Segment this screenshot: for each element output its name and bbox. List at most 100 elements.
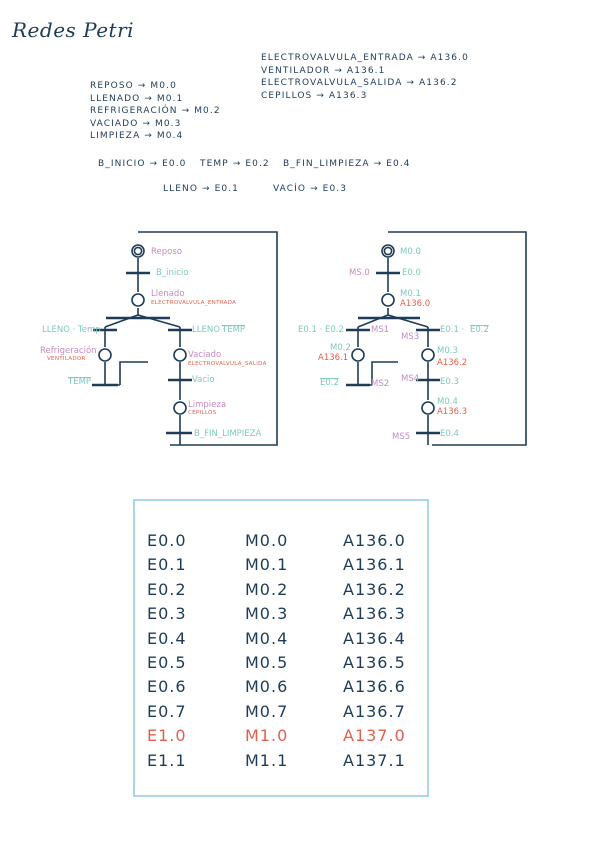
outputs-legend: ELECTROVALVULA_ENTRADA → A136.0 VENTILAD…: [261, 52, 469, 102]
table-cell: E0.7: [147, 701, 187, 721]
table-cell: M0.6: [245, 677, 289, 697]
page-title: Redes Petri: [12, 18, 135, 42]
place-label: M0.3: [437, 346, 458, 356]
place-m02: [351, 348, 365, 362]
table-cell: A136.1: [343, 555, 406, 575]
action-label: ELECTROVALVULA_SALIDA: [188, 361, 267, 367]
legend-item: TEMP → E0.2: [200, 159, 270, 169]
transition-label: LLENO · Temp: [42, 325, 101, 335]
table-column-inputs: E0.0 E0.1 E0.2 E0.3 E0.4 E0.5 E0.6 E0.7 …: [147, 529, 187, 773]
place-vaciado: [173, 348, 187, 362]
table-cell: M0.5: [245, 652, 289, 672]
place-llenado: [131, 293, 145, 307]
place-label: Reposo: [151, 247, 182, 257]
place-label: M0.1: [400, 289, 421, 299]
table-cell: A136.5: [343, 652, 406, 672]
transition-label: E0.2: [470, 325, 489, 335]
table-cell: A136.3: [343, 604, 406, 624]
legend-item: VACIADO → M0.3: [90, 118, 182, 129]
place-m00: [381, 244, 395, 258]
table-cell: A136.0: [343, 531, 406, 550]
legend-item: LIMPIEZA → M0.4: [90, 131, 184, 142]
return-arc: [138, 231, 278, 446]
marks-legend: REPOSO → M0.0 LLENADO → M0.1 REFRIGERACI…: [90, 80, 221, 143]
transition-label: E0.1 ·: [440, 325, 464, 335]
table-cell: E1.0: [147, 726, 187, 746]
table-cell: E0.5: [147, 652, 187, 672]
legend-item: VACÍO → E0.3: [273, 184, 348, 194]
place-limpieza: [173, 401, 187, 415]
place-label: M0.2: [330, 343, 351, 353]
petri-diagrams: Reposo B_inicio Llenado ELECTROVALVULA_E…: [40, 231, 527, 446]
place-label: Refrigeración: [40, 345, 97, 356]
action-label: A136.1: [318, 353, 348, 363]
marker-label: MS3: [401, 332, 419, 342]
table-cell: A137.0: [343, 726, 406, 746]
table-cell: E0.4: [147, 628, 187, 648]
marker-label: MS5: [392, 432, 410, 442]
action-label: A136.3: [437, 407, 467, 417]
legend-item: LLENADO → M0.1: [90, 93, 184, 104]
legend-item: REFRIGERACIÓN → M0.2: [90, 106, 221, 117]
table-cell: A136.4: [343, 628, 406, 648]
table-cell: E1.1: [147, 750, 187, 770]
initial-mark: [383, 246, 393, 256]
action-label: A136.0: [400, 299, 430, 309]
legend-item: B_FIN_LIMPIEZA → E0.4: [283, 159, 411, 169]
initial-mark: [133, 246, 143, 256]
place-label: Vaciado: [188, 350, 221, 360]
divergence-arc: [104, 314, 181, 328]
legend-item: LLENO → E0.1: [163, 184, 239, 194]
place-label: Limpieza: [188, 400, 226, 410]
left-transitions: [92, 246, 192, 435]
table-cell: M0.3: [245, 604, 289, 624]
transition-label: B_inicio: [156, 268, 188, 278]
transition-label: TEMP: [221, 325, 245, 335]
table-cell: E0.1: [147, 555, 187, 575]
table-cell: M0.2: [245, 579, 289, 599]
transition-label: TEMP: [67, 377, 91, 387]
address-table: E0.0 E0.1 E0.2 E0.3 E0.4 E0.5 E0.6 E0.7 …: [133, 499, 429, 797]
place-m04: [421, 401, 435, 415]
table-column-marks: M0.0 M0.1 M0.2 M0.3 M0.4 M0.5 M0.6 M0.7 …: [245, 529, 288, 773]
table-cell: A136.6: [343, 677, 406, 697]
place-refrigeracion: [98, 348, 112, 362]
table-cell: M0.1: [245, 555, 289, 575]
table-cell: E0.3: [147, 604, 187, 624]
legend-item: B_INICIO → E0.0: [98, 159, 187, 169]
table-cell: E0.6: [147, 677, 187, 697]
table-column-outputs: A136.0 A136.1 A136.2 A136.3 A136.4 A136.…: [343, 529, 406, 773]
table-cell: M0.0: [245, 531, 289, 550]
transition-label: E0.1 · E0.2: [298, 325, 344, 335]
transition-label: LLENO ·: [192, 325, 225, 335]
table-cell: M0.4: [245, 628, 289, 648]
legend-item: VENTILADOR → A136.1: [261, 65, 386, 76]
convergence-arc: [92, 361, 148, 386]
place-label: M0.0: [400, 247, 421, 257]
place-m03: [421, 348, 435, 362]
place-label: M0.4: [437, 397, 458, 407]
transition-label: E0.4: [440, 429, 459, 439]
marker-label: MS.0: [349, 268, 370, 278]
marker-label: MS1: [371, 325, 389, 335]
legend-item: ELECTROVALVULA_ENTRADA → A136.0: [261, 53, 469, 63]
transition-label: B_FIN_LIMPIEZA: [194, 429, 261, 439]
left-petri-net: [92, 231, 278, 446]
transition-label: Vacio: [192, 375, 215, 385]
action-label: VENTILADOR: [47, 356, 86, 362]
marker-label: MS4: [401, 374, 419, 384]
legend-item: REPOSO → M0.0: [90, 81, 177, 91]
action-label: ELECTROVALVULA_ENTRADA: [151, 300, 236, 306]
place-label: Llenado: [151, 289, 185, 299]
table-cell: A136.7: [343, 701, 406, 721]
table-cell: M1.0: [245, 726, 289, 746]
table-cell: M1.1: [245, 750, 289, 770]
table-cell: M0.7: [245, 701, 289, 721]
transition-label: E0.0: [402, 268, 421, 278]
left-net-labels: Reposo B_inicio Llenado ELECTROVALVULA_E…: [40, 247, 267, 439]
table-cell: A137.1: [343, 750, 406, 770]
transition-label: E0.3: [440, 377, 459, 387]
transition-label: E0.2: [320, 378, 339, 388]
place-m01: [381, 293, 395, 307]
table-cell: A136.2: [343, 579, 406, 599]
